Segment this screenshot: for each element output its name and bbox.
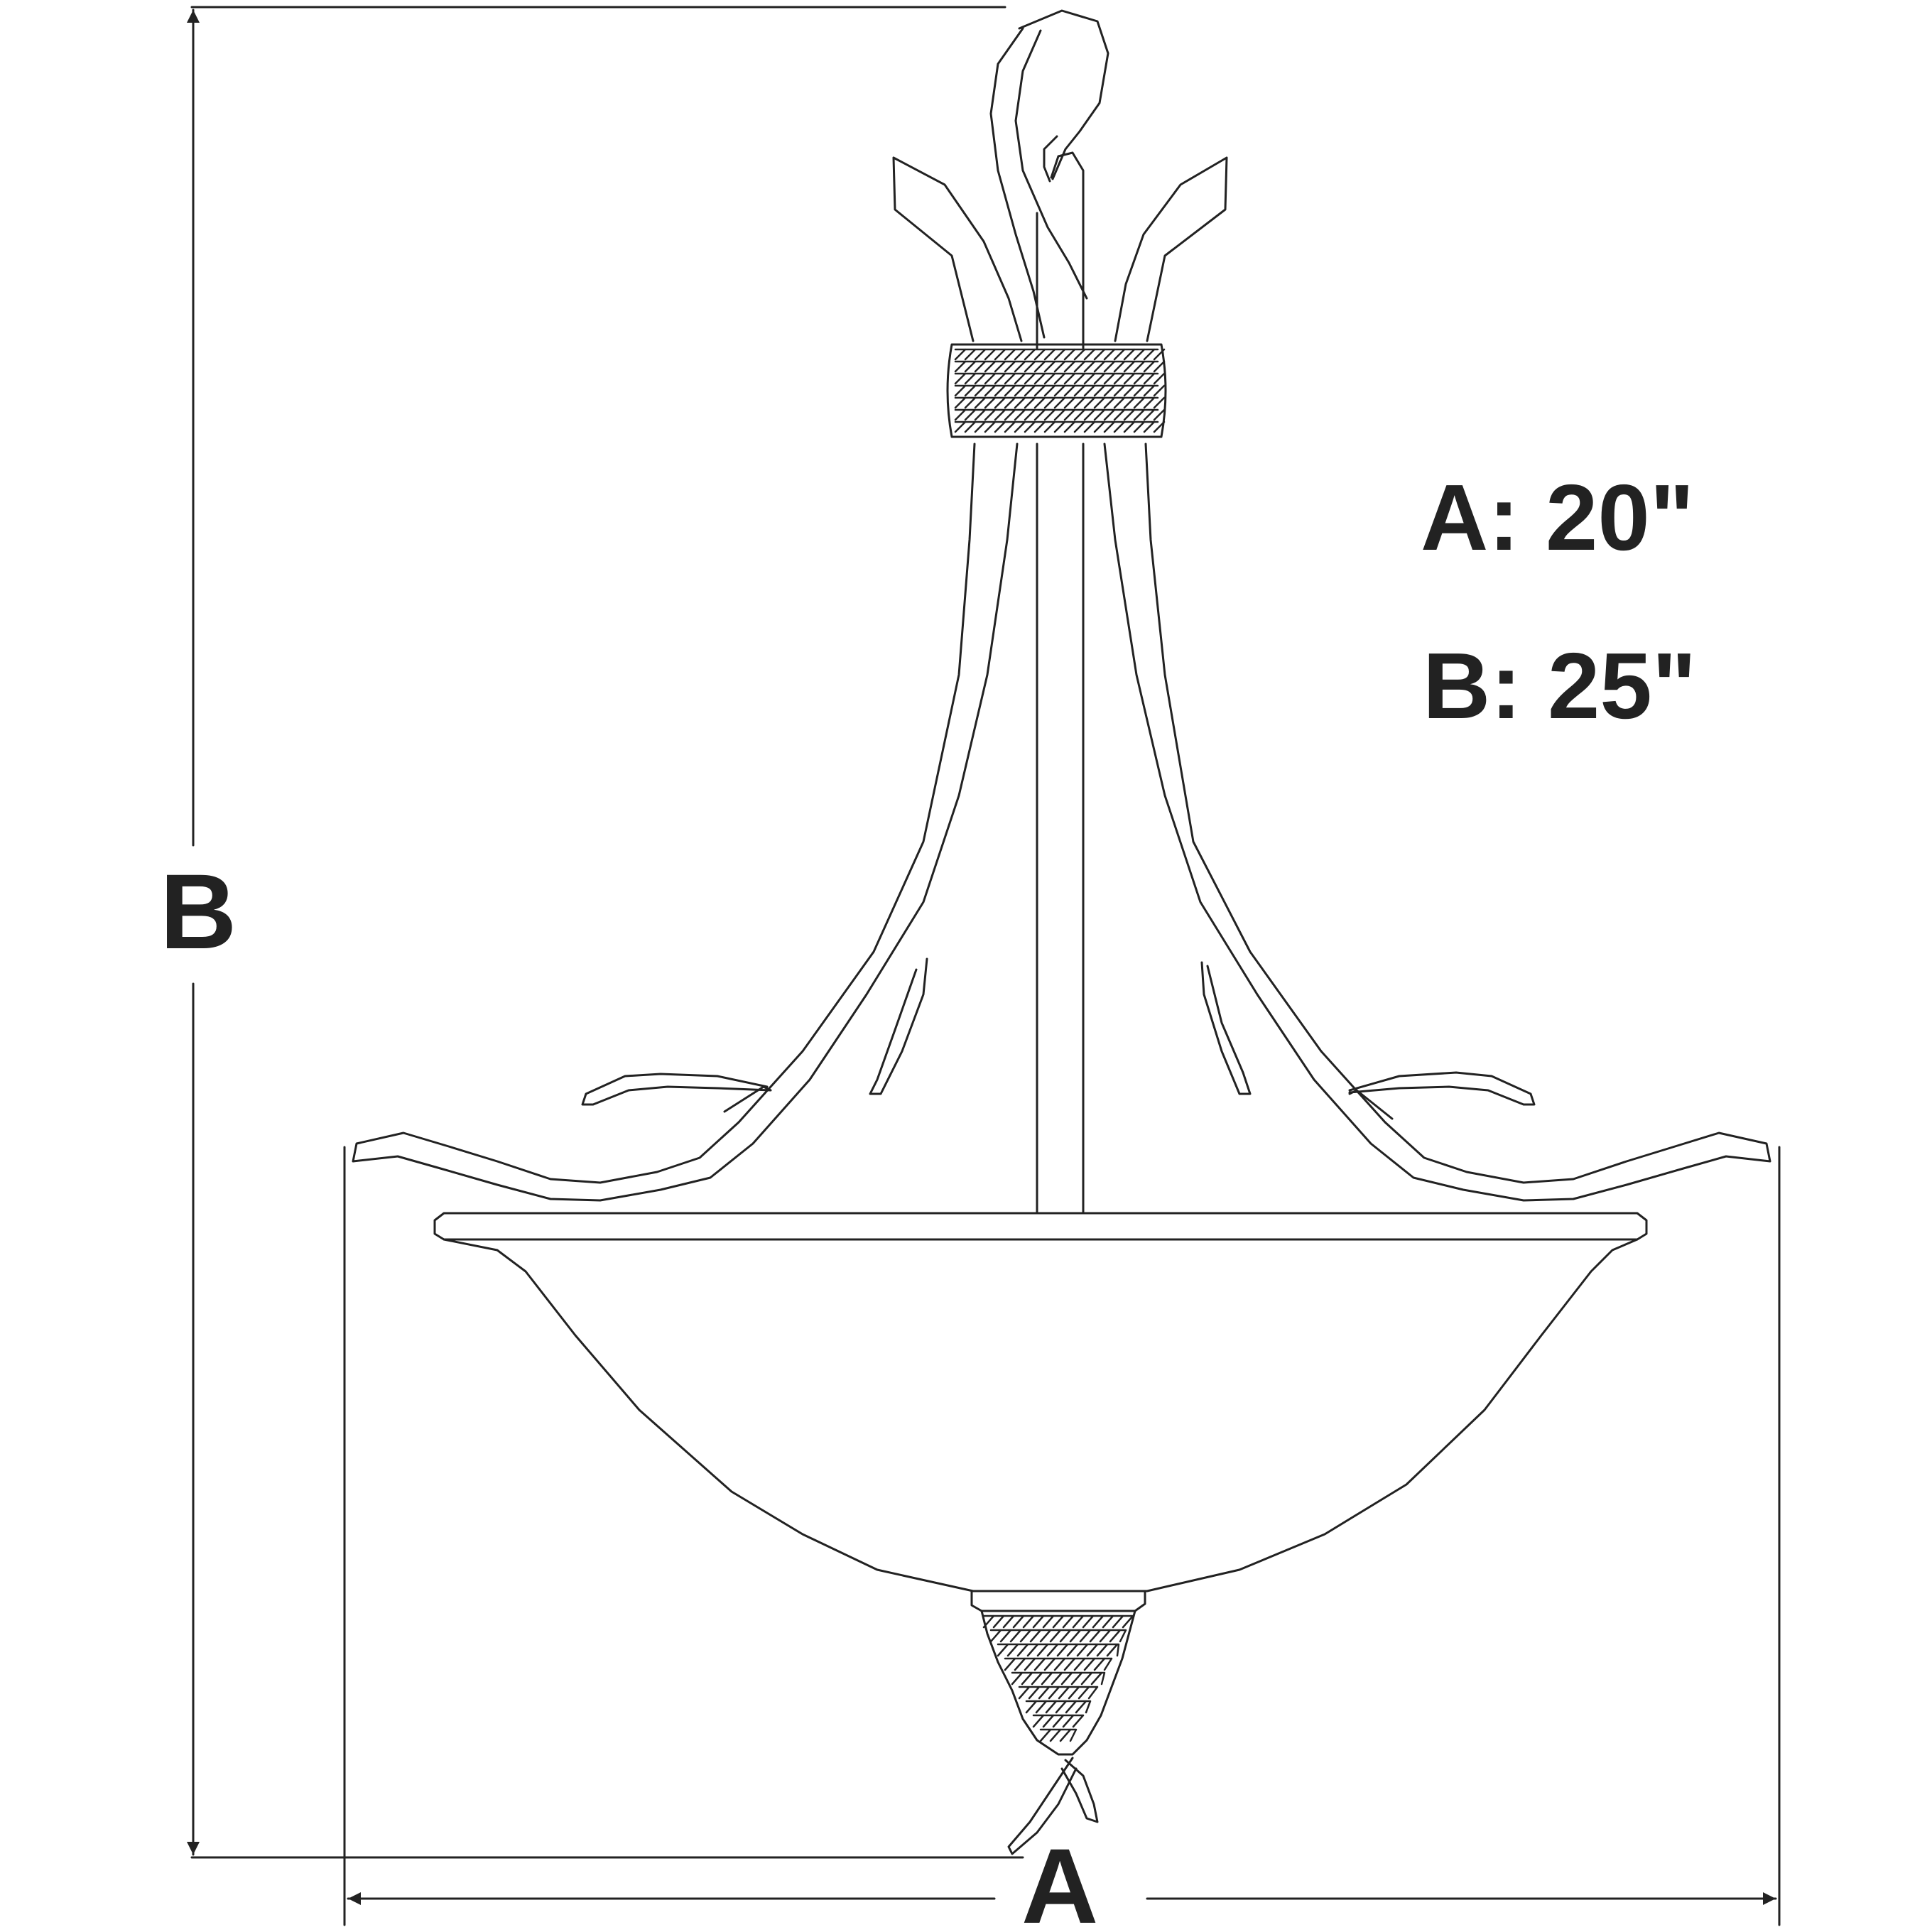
dimension-b-label: B xyxy=(160,852,237,971)
right-leaf xyxy=(1114,156,1228,342)
dimension-a-line xyxy=(343,1146,1781,1926)
right-twig xyxy=(1200,961,1536,1120)
bottom-finial xyxy=(970,1590,1146,1855)
spec-a-value: A: 20" xyxy=(1421,465,1695,570)
left-arm xyxy=(352,443,1019,1202)
glass-bowl xyxy=(443,1238,1639,1592)
spec-b-value: B: 25" xyxy=(1423,634,1697,738)
right-arm xyxy=(1103,443,1771,1202)
left-leaf xyxy=(892,156,1023,342)
dimension-a-label: A xyxy=(1021,1826,1099,1932)
left-twig xyxy=(581,957,928,1113)
dimension-b-line xyxy=(187,6,1024,1859)
bowl-rim xyxy=(433,1212,1648,1241)
hanging-hook xyxy=(989,9,1109,339)
center-rod xyxy=(1036,151,1085,1215)
rope-collar xyxy=(946,343,1167,438)
